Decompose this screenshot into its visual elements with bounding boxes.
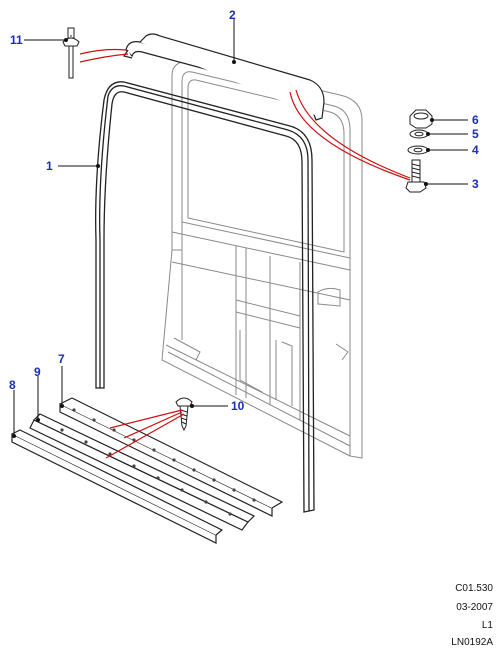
bottom-plate-part bbox=[29, 413, 256, 531]
callout-dots bbox=[12, 38, 434, 438]
spring-washer-part bbox=[409, 129, 429, 139]
callout-4: 4 bbox=[472, 143, 479, 157]
rivet-part bbox=[62, 27, 80, 79]
nut-part bbox=[409, 109, 433, 129]
callout-8: 8 bbox=[9, 378, 16, 392]
bolt-part bbox=[405, 159, 427, 193]
callout-leaders bbox=[13, 18, 468, 436]
callout-3: 3 bbox=[472, 177, 479, 191]
callout-6: 6 bbox=[472, 113, 479, 127]
rivet-holes bbox=[60, 408, 256, 516]
callout-5: 5 bbox=[472, 127, 479, 141]
callout-2: 2 bbox=[229, 8, 236, 22]
reference-illustration-id: LN0192A bbox=[451, 637, 493, 648]
retaining-strip-part bbox=[59, 397, 284, 517]
callout-11: 11 bbox=[10, 33, 23, 47]
washer-part bbox=[407, 145, 429, 155]
callout-9: 9 bbox=[34, 365, 41, 379]
top-rail-part bbox=[123, 33, 325, 121]
reference-level: L1 bbox=[481, 620, 493, 631]
callout-1: 1 bbox=[46, 159, 53, 173]
callout-10: 10 bbox=[231, 399, 245, 413]
bottom-strip-part bbox=[11, 429, 224, 544]
door-frame bbox=[161, 59, 363, 459]
callout-7: 7 bbox=[58, 352, 65, 366]
reference-date: 03-2007 bbox=[456, 602, 493, 613]
reference-code: C01.530 bbox=[455, 583, 493, 594]
fixing-pointers bbox=[79, 48, 411, 459]
door-seal-part bbox=[95, 81, 315, 513]
